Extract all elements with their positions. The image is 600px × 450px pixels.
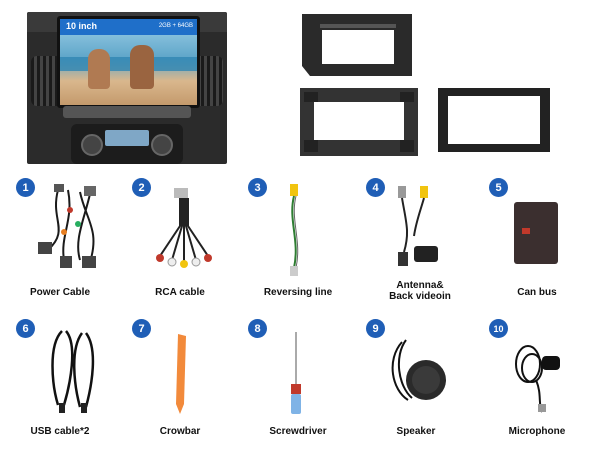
screwdriver-image bbox=[291, 332, 301, 414]
label-crowbar: Crowbar bbox=[159, 426, 201, 437]
crowbar-image bbox=[176, 334, 186, 414]
power-cable-image bbox=[38, 184, 96, 268]
badge-6: 6 bbox=[16, 319, 35, 338]
badge-9: 9 bbox=[366, 319, 385, 338]
label-reversing-line: Reversing line bbox=[263, 287, 333, 298]
label-speaker: Speaker bbox=[396, 426, 436, 437]
badge-8: 8 bbox=[248, 319, 267, 338]
screen-spec-label: 2GB + 64GB bbox=[158, 23, 193, 29]
frame-top bbox=[302, 14, 412, 76]
badge-5: 5 bbox=[489, 178, 508, 197]
badge-2: 2 bbox=[132, 178, 151, 197]
screen-status-bar bbox=[60, 19, 197, 35]
button-row bbox=[63, 106, 191, 118]
can-bus-image bbox=[514, 202, 558, 264]
antenna-cable-image bbox=[398, 186, 438, 266]
badge-10: 10 bbox=[489, 319, 508, 338]
label-rca-cable: RCA cable bbox=[155, 287, 205, 298]
badge-7: 7 bbox=[132, 319, 151, 338]
dashboard-photo: 10 inch 2GB + 64GB bbox=[27, 12, 227, 164]
label-can-bus: Can bus bbox=[517, 287, 557, 298]
screen-size-label: 10 inch bbox=[66, 21, 98, 31]
label-screwdriver: Screwdriver bbox=[269, 426, 327, 437]
head-unit-screen: 10 inch 2GB + 64GB bbox=[57, 16, 200, 108]
badge-3: 3 bbox=[248, 178, 267, 197]
frame-bottom-left bbox=[300, 88, 418, 156]
label-antenna: Antenna& Back videoin bbox=[389, 280, 451, 302]
label-microphone: Microphone bbox=[508, 426, 566, 437]
frame-right bbox=[438, 88, 550, 152]
label-usb-cable: USB cable*2 bbox=[30, 426, 90, 437]
climate-control bbox=[71, 124, 183, 164]
label-power-cable: Power Cable bbox=[29, 287, 91, 298]
rca-cable-image bbox=[156, 188, 212, 268]
speaker-image bbox=[391, 339, 446, 401]
badge-4: 4 bbox=[366, 178, 385, 197]
microphone-image bbox=[515, 345, 560, 413]
mounting-frames bbox=[300, 14, 550, 156]
reversing-line-image bbox=[290, 184, 299, 276]
badge-1: 1 bbox=[16, 178, 35, 197]
usb-cable-image bbox=[51, 330, 95, 413]
